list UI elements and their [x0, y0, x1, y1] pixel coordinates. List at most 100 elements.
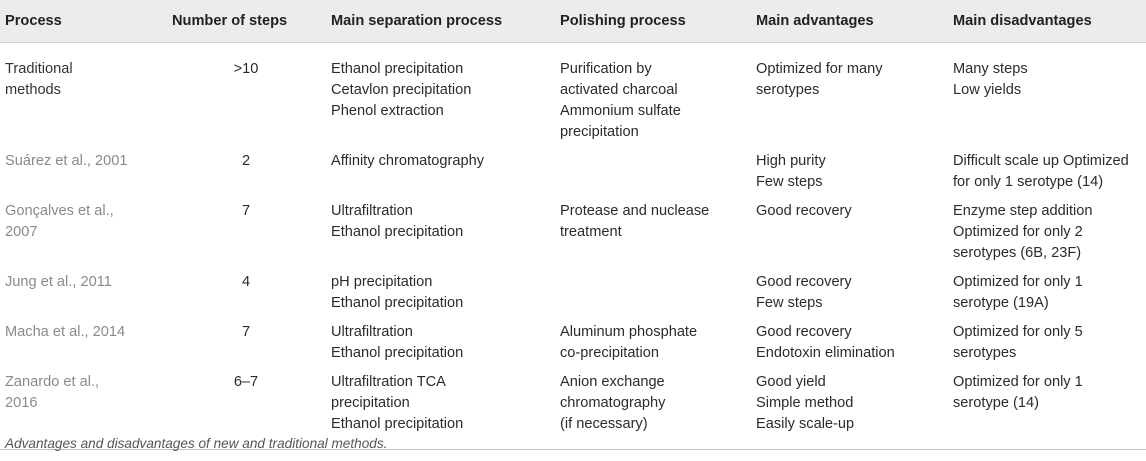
cell-polishing: [555, 268, 751, 318]
cell-process: Jung et al., 2011: [0, 268, 166, 318]
cell-steps: 6–7: [166, 368, 326, 450]
cell-line: Optimized for only 1: [953, 374, 1083, 390]
cell-line: Anion exchange: [560, 374, 665, 390]
cell-line: Traditional: [5, 61, 73, 77]
cell-disadvantages: Difficult scale up Optimized for only 1 s…: [948, 147, 1146, 197]
cell-line: serotype (14): [953, 395, 1039, 411]
table-header: Process Number of steps Main separation …: [0, 0, 1146, 43]
cell-line: Optimized for only 2: [953, 224, 1083, 240]
cell-process: Macha et al., 2014: [0, 318, 166, 368]
header-disadvantages: Main disadvantages: [948, 0, 1146, 43]
cell-steps: 7: [241, 203, 251, 219]
header-steps: Number of steps: [166, 0, 326, 43]
cell-line: Enzyme step addition: [953, 203, 1093, 219]
cell-line: Ultrafiltration: [331, 203, 413, 219]
cell-line: Gonçalves et al.,: [5, 203, 114, 219]
cell-line: activated charcoal: [560, 82, 678, 98]
header-polishing: Polishing process: [555, 0, 751, 43]
cell-line: precipitation: [560, 124, 639, 140]
cell-line: Good yield: [756, 374, 826, 390]
cell-line: Easily scale-up: [756, 416, 855, 432]
cell-disadvantages: Optimized for only 5 serotypes: [948, 318, 1146, 368]
cell-line: for only 1 serotype (14): [953, 174, 1104, 190]
cell-polishing: Anion exchange chromatography (if necessar…: [555, 368, 751, 450]
header-separation: Main separation process: [326, 0, 555, 43]
comparison-table: Process Number of steps Main separation …: [0, 0, 1146, 450]
cell-line: Purification by: [560, 61, 652, 77]
cell-line: High purity: [756, 153, 826, 169]
cell-line: Few steps: [756, 295, 823, 311]
cell-line: Aluminum phosphate: [560, 324, 698, 340]
cell-line: treatment: [560, 224, 622, 240]
cell-line: Low yields: [953, 82, 1022, 98]
cell-steps: 2: [241, 153, 251, 169]
cell-line: 2016: [5, 395, 38, 411]
cell-line: Zanardo et al.,: [5, 374, 100, 390]
header-process: Process: [0, 0, 166, 43]
cell-line: Good recovery: [756, 324, 852, 340]
cell-polishing: [555, 147, 751, 197]
cell-line: Protease and nuclease: [560, 203, 710, 219]
cell-line: Ammonium sulfate: [560, 103, 681, 119]
cell-line: Ethanol precipitation: [331, 416, 464, 432]
cell-process: Zanardo et al., 2016: [0, 368, 166, 450]
cell-disadvantages: Optimized for only 1 serotype (14): [948, 368, 1146, 450]
cell-disadvantages: Optimized for only 1 serotype (19A): [948, 268, 1146, 318]
cell-line: precipitation: [331, 395, 410, 411]
cell-line: Cetavlon precipitation: [331, 82, 472, 98]
cell-line: Ethanol precipitation: [331, 295, 464, 311]
cell-steps: 7: [241, 324, 251, 340]
cell-process: Suárez et al., 2001: [0, 147, 166, 197]
cell-line: serotypes: [756, 82, 820, 98]
cell-line: (if necessary): [560, 416, 648, 432]
cell-line: serotype (19A): [953, 295, 1049, 311]
cell-line: Optimized for only 1: [953, 274, 1083, 290]
header-advantages: Main advantages: [751, 0, 948, 43]
cell-line: Difficult scale up Optimized: [953, 153, 1129, 169]
header-row: Process Number of steps Main separation …: [0, 0, 1146, 43]
cell-line: serotypes (6B, 23F): [953, 245, 1082, 261]
cell-line: Ethanol precipitation: [331, 224, 464, 240]
cell-advantages: Good recovery: [751, 197, 948, 268]
cell-line: 2007: [5, 224, 38, 240]
cell-line: Affinity chromatography: [331, 153, 485, 169]
table-caption: Advantages and disadvantages of new and …: [5, 436, 388, 451]
cell-separation: Affinity chromatography: [326, 147, 555, 197]
cell-steps: 4: [241, 274, 251, 290]
cell-line: Good recovery: [756, 203, 852, 219]
cell-line: Few steps: [756, 174, 823, 190]
cell-line: methods: [5, 82, 61, 98]
cell-line: serotypes: [953, 345, 1017, 361]
cell-line: Macha et al., 2014: [5, 324, 126, 340]
cell-line: Many steps: [953, 61, 1028, 77]
cell-line: Jung et al., 2011: [5, 274, 112, 290]
cell-process: Traditional methods: [0, 43, 166, 148]
cell-polishing: Aluminum phosphate co-precipitation: [555, 318, 751, 368]
cell-line: pH precipitation: [331, 274, 433, 290]
cell-line: Ethanol precipitation: [331, 61, 464, 77]
cell-line: chromatography: [560, 395, 666, 411]
cell-line: Optimized for only 5: [953, 324, 1083, 340]
cell-line: Suárez et al., 2001: [5, 153, 128, 169]
cell-line: Ethanol precipitation: [331, 345, 464, 361]
cell-line: co-precipitation: [560, 345, 659, 361]
cell-line: Good recovery: [756, 274, 852, 290]
cell-line: Endotoxin elimination: [756, 345, 895, 361]
